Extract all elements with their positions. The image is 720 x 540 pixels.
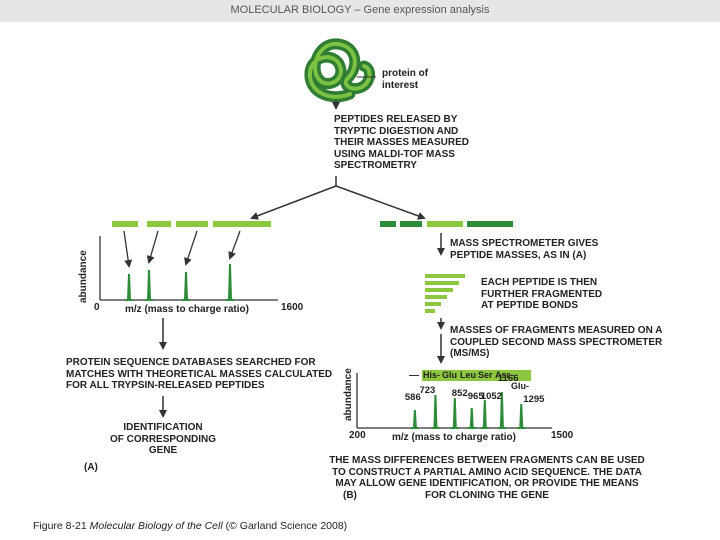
figure-caption: Figure 8-21 Molecular Biology of the Cel… (33, 520, 347, 532)
msms-label: MASSES OF FRAGMENTS MEASURED ON A COUPLE… (450, 325, 663, 359)
databases-label: PROTEIN SEQUENCE DATABASES SEARCHED FOR … (66, 357, 333, 391)
spectrum-a-xlabel: m/z (mass to charge ratio) (125, 304, 249, 315)
sequence-residue-3: Ser (478, 370, 493, 380)
spectrum-b-xlabel: m/z (mass to charge ratio) (392, 432, 516, 443)
protein-coil-icon (304, 38, 376, 103)
peak-label-723: 723 (419, 385, 436, 396)
sequence-box-1: Glu (441, 370, 459, 381)
slide-header-title: MOLECULAR BIOLOGY – Gene expression anal… (230, 4, 490, 16)
sequence-box-2: Leu (459, 370, 477, 381)
sequence-residue-0: His- (423, 370, 441, 380)
spectrum-a-peak (182, 271, 190, 301)
fragment-staircase (425, 274, 465, 313)
spectrum-a-ylabel: abundance (78, 250, 89, 303)
sequence-box-0: His- (422, 370, 441, 381)
sequence-left-dash (409, 375, 419, 376)
mass-difference-label: THE MASS DIFFERENCES BETWEEN FRAGMENTS C… (329, 455, 645, 501)
caption-book-title: Molecular Biology of the Cell (89, 520, 223, 532)
panel-a-label: (A) (84, 462, 98, 473)
spectrum-b-peak-1295 (517, 403, 526, 429)
peak-label-852: 852 (451, 388, 468, 399)
spectrum-b-peak-965 (467, 407, 476, 429)
sequence-box-4: Asn (494, 370, 513, 381)
peak-label-1166: 1166 (497, 373, 519, 384)
spectrum-b-ylabel: abundance (343, 368, 354, 421)
peptides-released-label: PEPTIDES RELEASED BY TRYPTIC DIGESTION A… (334, 114, 470, 171)
spectrum-b-peak-1166 (497, 391, 506, 429)
bar-to-peak-arrows (123, 230, 241, 268)
identification-label: IDENTIFICATION OF CORRESPONDING GENE (109, 422, 217, 456)
sequence-residue-5: -Glu- (511, 370, 529, 391)
spectrum-a-peak (145, 269, 153, 301)
spectrum-a-peaks (125, 263, 234, 301)
caption-suffix: (© Garland Science 2008) (222, 520, 348, 532)
spectrum-b-peak-586 (410, 409, 419, 429)
sequence-residue-1: Glu (442, 370, 457, 380)
spectrum-a-peak (125, 273, 133, 301)
spectrum-b-peak-723 (431, 394, 440, 429)
arrow-branch-left (250, 185, 337, 220)
peak-label-965: 965 (467, 391, 484, 402)
sequence-residue-2: Leu (460, 370, 477, 380)
peptide-bars-right (380, 221, 513, 227)
caption-prefix: Figure 8-21 (33, 520, 90, 532)
spectrum-b-peaks (410, 391, 526, 429)
sequence-box-3: Ser (477, 370, 494, 381)
peak-label-1052: 1052 (480, 391, 502, 402)
arrow-branch-right (335, 185, 426, 220)
peak-label-586: 586 (404, 392, 421, 403)
spectrum-a-xmax: 1600 (281, 302, 304, 313)
sequence-residue-4: Asn (495, 370, 513, 380)
panel-b-label: (B) (343, 490, 357, 501)
spectrum-b-xmin: 200 (349, 430, 366, 441)
spectrum-b-peak-852 (450, 397, 459, 429)
protein-label: protein of interest (382, 68, 429, 91)
ms-gives-label: MASS SPECTROMETER GIVES PEPTIDE MASSES, … (450, 238, 599, 261)
peptide-bars-left (112, 221, 271, 227)
spectrum-a-peak (226, 263, 234, 301)
peak-label-1295: 1295 (523, 394, 545, 405)
fragmented-label: EACH PEPTIDE IS THEN FURTHER FRAGMENTED … (481, 277, 603, 311)
slide-header: MOLECULAR BIOLOGY – Gene expression anal… (0, 0, 720, 22)
sequence-box-5: -Glu- (510, 370, 531, 391)
spectrum-b-xmax: 1500 (551, 430, 574, 441)
spectrum-b-peak-1052 (480, 399, 489, 429)
spectrum-a-xmin: 0 (94, 302, 100, 313)
